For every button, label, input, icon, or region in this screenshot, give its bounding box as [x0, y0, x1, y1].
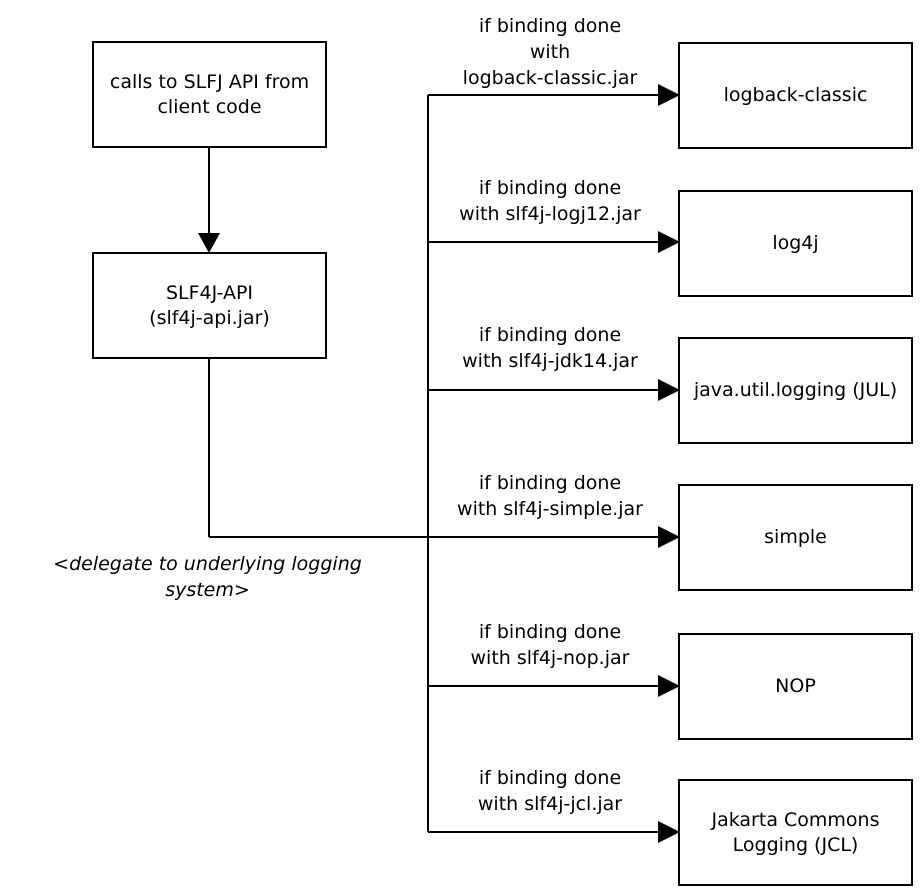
logging-backend-label: java.util.logging (JUL): [693, 379, 898, 401]
logging-backend-box: simple: [678, 484, 913, 591]
branch-arrowhead: [658, 526, 680, 548]
slf4j-api-label: SLF4J-API (slf4j-api.jar): [149, 281, 270, 329]
logging-backend-box: NOP: [678, 633, 913, 740]
binding-condition-label: if binding done with slf4j-jdk14.jar: [462, 324, 638, 372]
logging-backend-box: logback-classic: [678, 42, 913, 149]
binding-condition-label: if binding done with slf4j-jcl.jar: [477, 767, 623, 815]
client-code-box: calls to SLFJ API from client code: [92, 41, 327, 148]
logging-backend-label: log4j: [772, 232, 819, 254]
logging-backend-box: log4j: [678, 190, 913, 297]
slf4j-api-box: SLF4J-API (slf4j-api.jar): [92, 252, 327, 359]
branch-arrowhead: [658, 231, 680, 253]
branch-arrowhead: [658, 821, 680, 843]
binding-condition-label: if binding done with logback-classic.jar: [462, 15, 638, 89]
logging-backend-label: NOP: [775, 675, 816, 697]
branch-arrowhead: [658, 84, 680, 106]
branch-arrowhead: [658, 675, 680, 697]
logging-backend-label: Jakarta Commons Logging (JCL): [711, 808, 880, 856]
client-to-api-arrowhead: [198, 233, 220, 253]
logging-backend-label: simple: [764, 526, 827, 548]
logging-backend-box: java.util.logging (JUL): [678, 337, 913, 444]
logging-backend-label: logback-classic: [723, 84, 868, 106]
binding-condition-label: if binding done with slf4j-simple.jar: [457, 472, 643, 520]
binding-condition-label: if binding done with slf4j-nop.jar: [470, 621, 630, 669]
delegate-note: <delegate to underlying logging system>: [53, 553, 362, 601]
branch-arrowhead: [658, 379, 680, 401]
logging-backend-box: Jakarta Commons Logging (JCL): [678, 779, 913, 886]
branch-arrows: [428, 84, 680, 843]
binding-condition-label: if binding done with slf4j-logj12.jar: [459, 177, 641, 225]
client-code-label: calls to SLFJ API from client code: [109, 70, 310, 118]
